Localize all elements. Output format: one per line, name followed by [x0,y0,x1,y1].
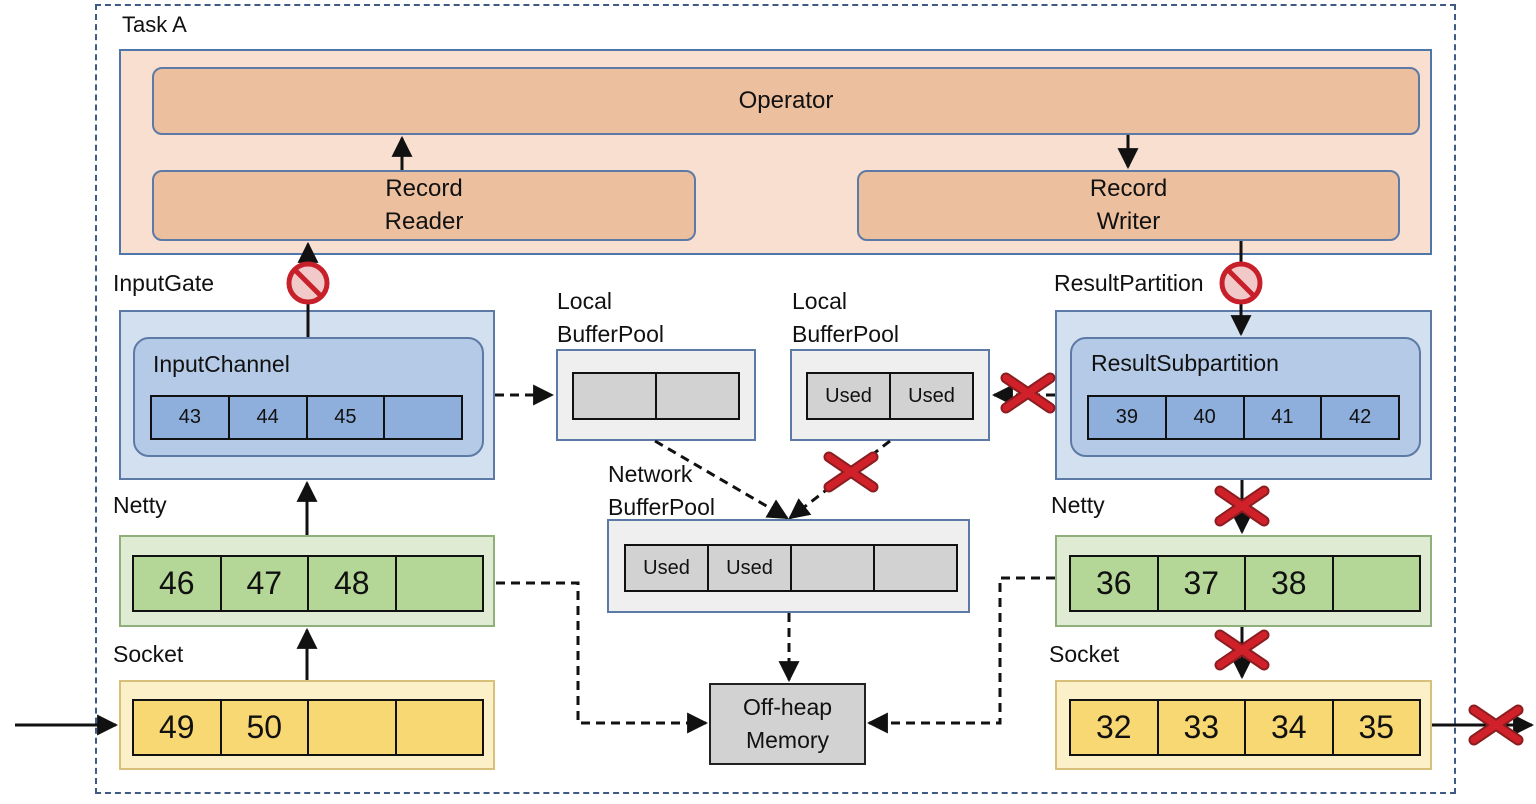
buffer-cell [792,546,875,590]
local-buffer-pool-2-buffers: Used Used [806,372,974,420]
task-a-frame [95,4,1456,794]
result-subpartition-buffers: 39 40 41 42 [1087,395,1400,440]
network-buffer-pool-buffers: Used Used [624,544,958,592]
input-netty-to-off-heap-dashed [496,581,709,734]
buffer-cell [1333,557,1419,610]
buffer-cell: 37 [1158,557,1246,610]
input-channel-buffers: 43 44 45 [150,395,463,440]
buffer-cell [396,557,482,610]
result-subpartition-label: ResultSubpartition [1091,350,1279,376]
buffer-cell [657,374,738,418]
output-netty-label: Netty [1051,492,1105,518]
buffer-cell [385,397,461,438]
input-channel-label: InputChannel [153,351,290,377]
record-reader-line1: Record [385,175,463,203]
local-buffer-pool-2-line1: Local [792,288,847,314]
buffer-cell [396,701,482,754]
red-x-icon [1214,629,1270,671]
output-socket-label: Socket [1049,641,1120,667]
buffer-cell: 45 [307,397,386,438]
buffer-cell: 49 [134,701,222,754]
buffer-cell: 46 [134,557,222,610]
operator-box: Operator [152,67,1420,135]
output-netty-buffers: 36 37 38 [1069,555,1421,612]
local-buffer-pool-2-line2: BufferPool [792,321,899,347]
buffer-cell: 36 [1071,557,1159,610]
buffer-cell: 35 [1333,701,1419,754]
operator-label: Operator [738,86,834,114]
record-writer-line2: Writer [1096,207,1161,235]
input-netty-buffers: 46 47 48 [132,555,484,612]
red-x-icon [1000,372,1056,414]
buffer-cell: 41 [1244,397,1323,438]
buffer-cell: 33 [1158,701,1246,754]
buffer-cell [309,701,397,754]
buffer-cell: 39 [1089,397,1167,438]
off-heap-line1: Off-heap [742,693,833,720]
buffer-cell: 47 [221,557,309,610]
local-pool-1-to-network-pool-dashed [654,439,789,520]
buffer-cell: Used [891,374,972,418]
record-writer-box: Record Writer [857,170,1400,241]
buffer-cell: 42 [1322,397,1398,438]
output-socket-buffers: 32 33 34 35 [1069,699,1421,756]
input-gate-label: InputGate [113,270,215,296]
red-x-icon [1468,704,1524,746]
buffer-cell: Used [709,546,792,590]
local-buffer-pool-2-label: Local BufferPool [792,285,899,351]
buffer-cell [574,374,657,418]
buffer-cell: 50 [221,701,309,754]
buffer-cell: 32 [1071,701,1159,754]
buffer-cell [875,546,956,590]
red-x-icon [1214,485,1270,527]
off-heap-line2: Memory [745,727,830,753]
off-heap-memory-box: Off-heap Memory [709,683,866,765]
local-buffer-pool-1-line1: Local [557,288,612,314]
input-netty-label: Netty [113,492,167,518]
network-buffer-pool-line2: BufferPool [608,494,715,520]
input-socket-buffers: 49 50 [132,699,484,756]
buffer-cell: 43 [152,397,230,438]
record-reader-box: Record Reader [152,170,696,241]
local-buffer-pool-1-line2: BufferPool [557,321,664,347]
red-x-icon [823,451,879,493]
buffer-cell: 38 [1246,557,1334,610]
buffer-cell: Used [808,374,891,418]
buffer-cell: 34 [1246,701,1334,754]
buffer-cell: Used [626,546,709,590]
output-netty-to-off-heap-dashed [866,576,1055,734]
task-title: Task A [122,12,187,37]
local-buffer-pool-1-label: Local BufferPool [557,285,664,351]
network-buffer-pool-label: Network BufferPool [608,458,715,524]
network-buffer-pool-line1: Network [608,461,693,487]
result-partition-label: ResultPartition [1054,270,1204,296]
prohibited-icon [286,261,330,305]
input-socket-label: Socket [113,641,184,667]
buffer-cell: 48 [309,557,397,610]
local-buffer-pool-1-buffers [572,372,740,420]
buffer-cell: 44 [229,397,308,438]
prohibited-icon [1219,261,1263,305]
buffer-cell: 40 [1166,397,1245,438]
record-writer-line1: Record [1089,175,1168,203]
record-reader-line2: Reader [384,207,464,235]
